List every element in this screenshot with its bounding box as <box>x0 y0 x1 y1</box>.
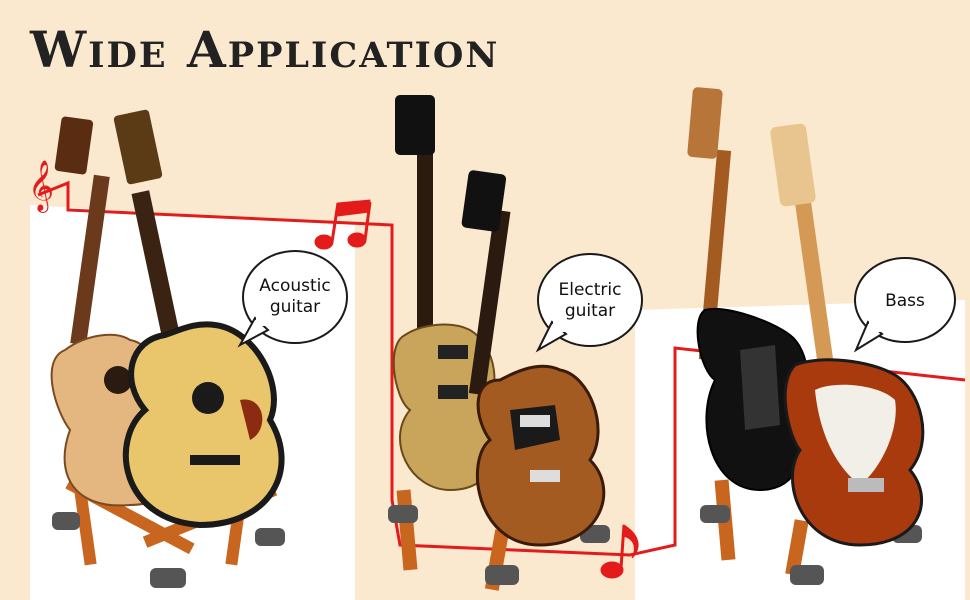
electric-guitar-strat-sunburst <box>770 123 925 547</box>
acoustic-guitar-front <box>113 109 285 529</box>
bubble-label-electric: Electric guitar <box>558 280 622 321</box>
electric-guitar-gold <box>392 95 496 492</box>
speech-bubble-electric <box>535 253 643 353</box>
music-note-icon-bottom <box>600 524 639 579</box>
svg-text:𝄞: 𝄞 <box>28 160 54 213</box>
page-title: Wide Application <box>30 20 500 79</box>
speech-bubble-bass <box>853 257 956 353</box>
bubble-label-acoustic: Acoustic guitar <box>259 276 331 317</box>
electric-guitar-black <box>687 87 809 492</box>
treble-clef-icon: 𝄞 <box>28 160 54 213</box>
electric-guitar-sunburst <box>461 170 606 547</box>
speech-bubble-acoustic <box>237 250 348 348</box>
bubble-label-bass: Bass <box>885 291 925 311</box>
music-note-icon <box>314 199 372 250</box>
guitar-stand-electric <box>388 489 610 591</box>
